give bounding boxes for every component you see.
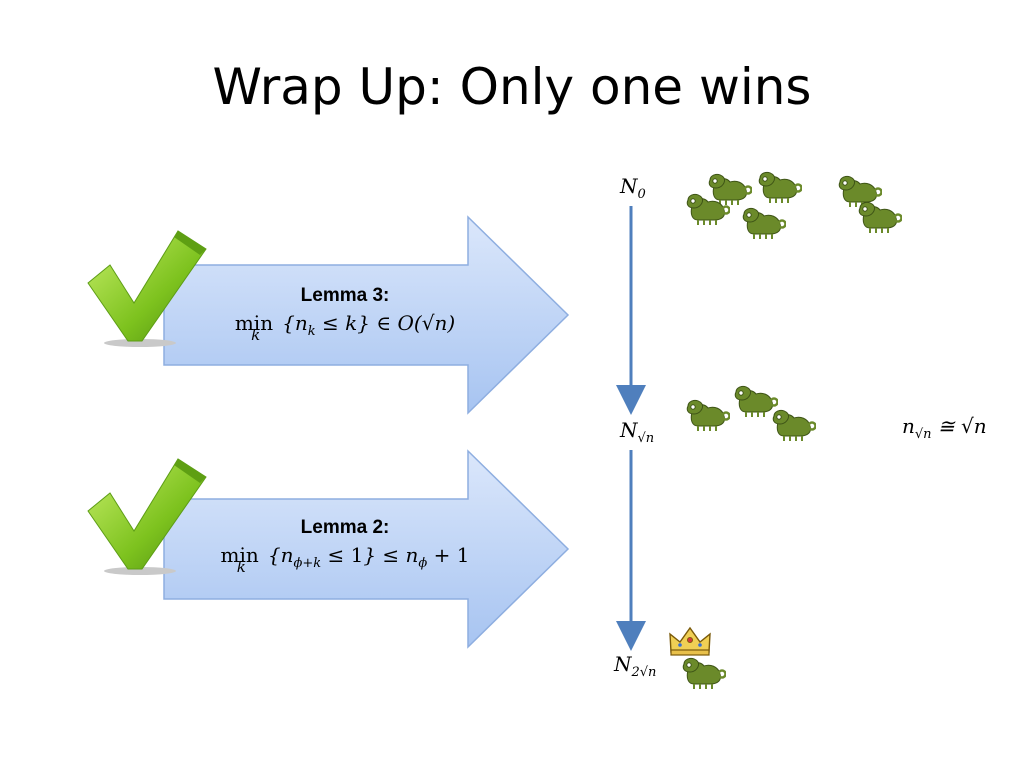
lemma-2-text: Lemma 2: mink{nϕ+k ≤ 1} ≤ nϕ + 1	[190, 517, 500, 576]
chameleon-icon	[768, 408, 816, 442]
chameleon-icon	[678, 656, 726, 690]
chameleon-icon	[682, 192, 730, 226]
node-nsqrt: N√n	[620, 418, 655, 446]
lemma-3-arrow: Lemma 3: mink{nk ≤ k} ∈ O(√n)	[87, 215, 580, 415]
lemma-3-text: Lemma 3: mink{nk ≤ k} ∈ O(√n)	[200, 285, 490, 344]
slide-title: Wrap Up: Only one wins	[212, 58, 812, 116]
chameleon-icon	[854, 200, 902, 234]
lemma-label: Lemma 3:	[300, 285, 390, 306]
node-n2sqrt: N2√n	[614, 652, 657, 680]
chameleon-icon	[738, 206, 786, 240]
lemma-2-arrow: Lemma 2: mink{nϕ+k ≤ 1} ≤ nϕ + 1	[87, 449, 580, 649]
lemma-label: Lemma 2:	[300, 517, 390, 538]
lemma-3-formula: mink{nk ≤ k} ∈ O(√n)	[234, 311, 456, 344]
crown-icon	[669, 626, 711, 656]
checkmark-icon	[87, 230, 207, 347]
lemma-arrow-shape	[163, 215, 570, 415]
node-n0: N0	[620, 174, 646, 202]
checkmark-icon	[87, 458, 207, 575]
lemma-2-formula: mink{nϕ+k ≤ 1} ≤ nϕ + 1	[220, 543, 470, 576]
lemma-arrow-shape	[163, 449, 570, 649]
side-formula: n√n ≅ √n	[902, 414, 987, 442]
chameleon-icon	[682, 398, 730, 432]
chameleon-icon	[754, 170, 802, 204]
